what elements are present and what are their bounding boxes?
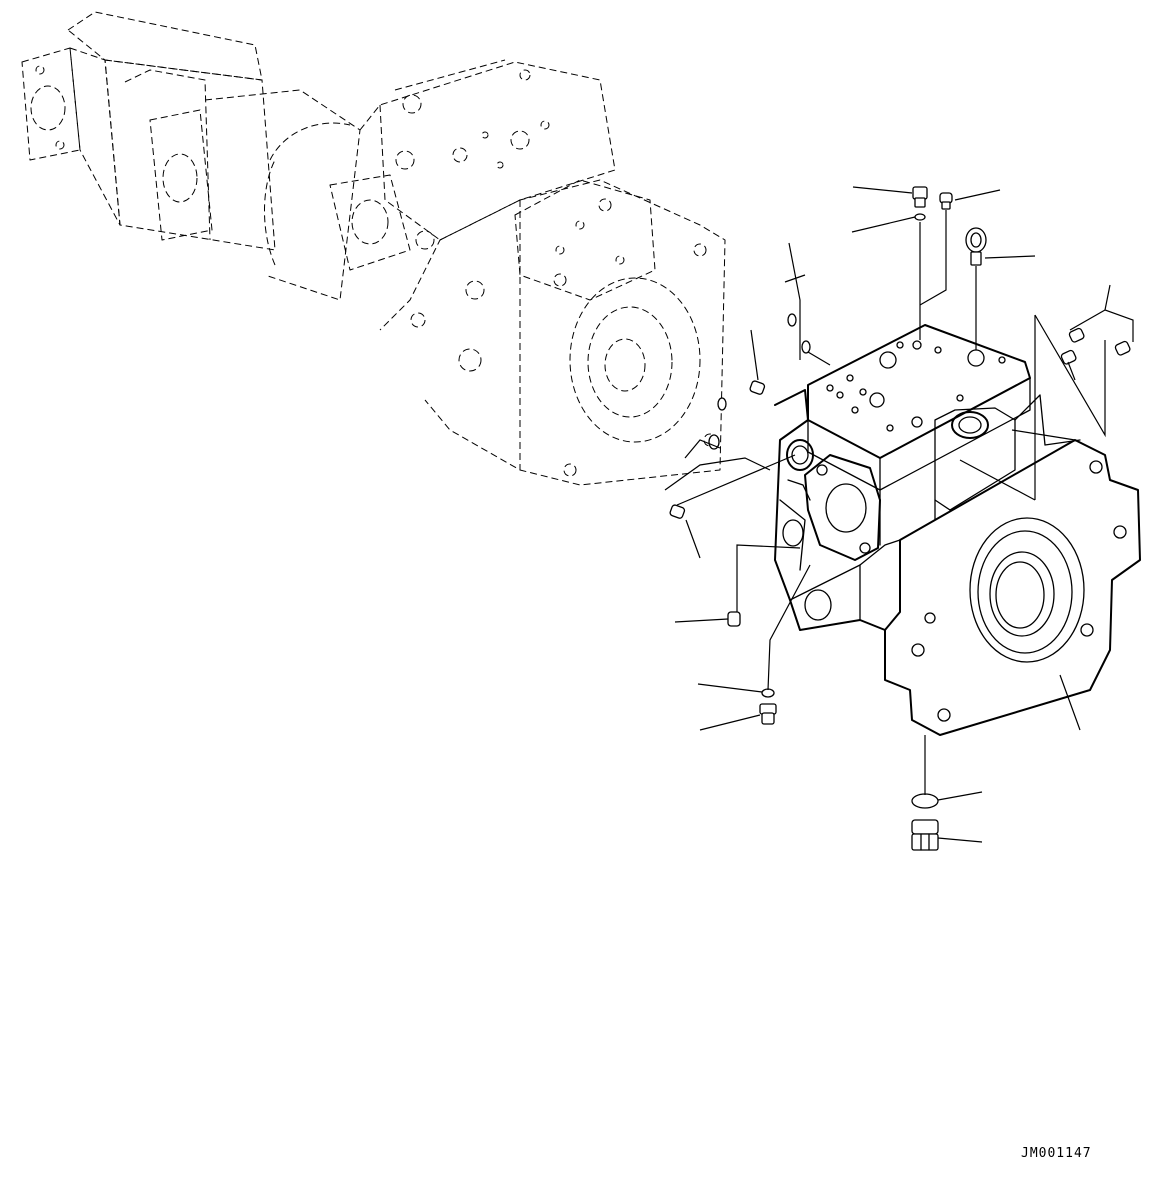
small-plug-top-right (939, 192, 953, 210)
background-pump-assembly (21, 11, 726, 486)
o-ring-left-2 (801, 340, 811, 354)
exploded-loose-parts (669, 186, 1131, 851)
small-plug-left (749, 380, 766, 395)
o-ring-top (914, 213, 926, 221)
small-plug-lower-left (669, 504, 686, 519)
drain-plug-bottom (911, 819, 939, 851)
o-ring-left-3 (717, 397, 727, 411)
leader-lines (664, 186, 1134, 843)
o-ring-lower (761, 688, 775, 698)
small-plug-right-2 (1060, 349, 1077, 365)
main-pump-body (774, 324, 1141, 736)
drawing-code: JM001147 (1021, 1146, 1092, 1161)
small-plug-right-3 (1114, 340, 1131, 356)
plug-bolt-top (912, 186, 928, 208)
plug-lower-2 (759, 703, 777, 725)
o-ring-left-1 (787, 313, 797, 327)
o-ring-left-4 (708, 434, 720, 450)
eye-bolt (965, 227, 987, 266)
small-plug-right-1 (1068, 327, 1085, 343)
gasket-bottom (911, 793, 939, 809)
plug-lower-1 (727, 611, 741, 627)
